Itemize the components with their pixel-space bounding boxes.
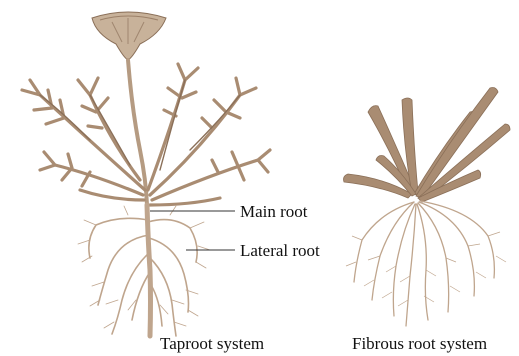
main-root-label: Main root [240, 202, 308, 221]
fibrous-leaves [344, 88, 511, 203]
leaf-cluster-right [148, 64, 270, 205]
leaf-cluster-left [22, 78, 145, 200]
lateral-root-label: Lateral root [240, 241, 320, 260]
taproot [78, 205, 210, 336]
taproot-plant-illustration [22, 12, 270, 336]
label-lateral-root: Lateral root [186, 241, 320, 260]
flower [92, 12, 166, 60]
fibrous-plant-illustration [344, 88, 511, 327]
lateral-roots [89, 218, 197, 336]
fibrous-roots [354, 201, 494, 326]
taproot-caption: Taproot system [160, 334, 264, 353]
fibrous-caption: Fibrous root system [352, 334, 487, 353]
main-root [147, 205, 151, 336]
